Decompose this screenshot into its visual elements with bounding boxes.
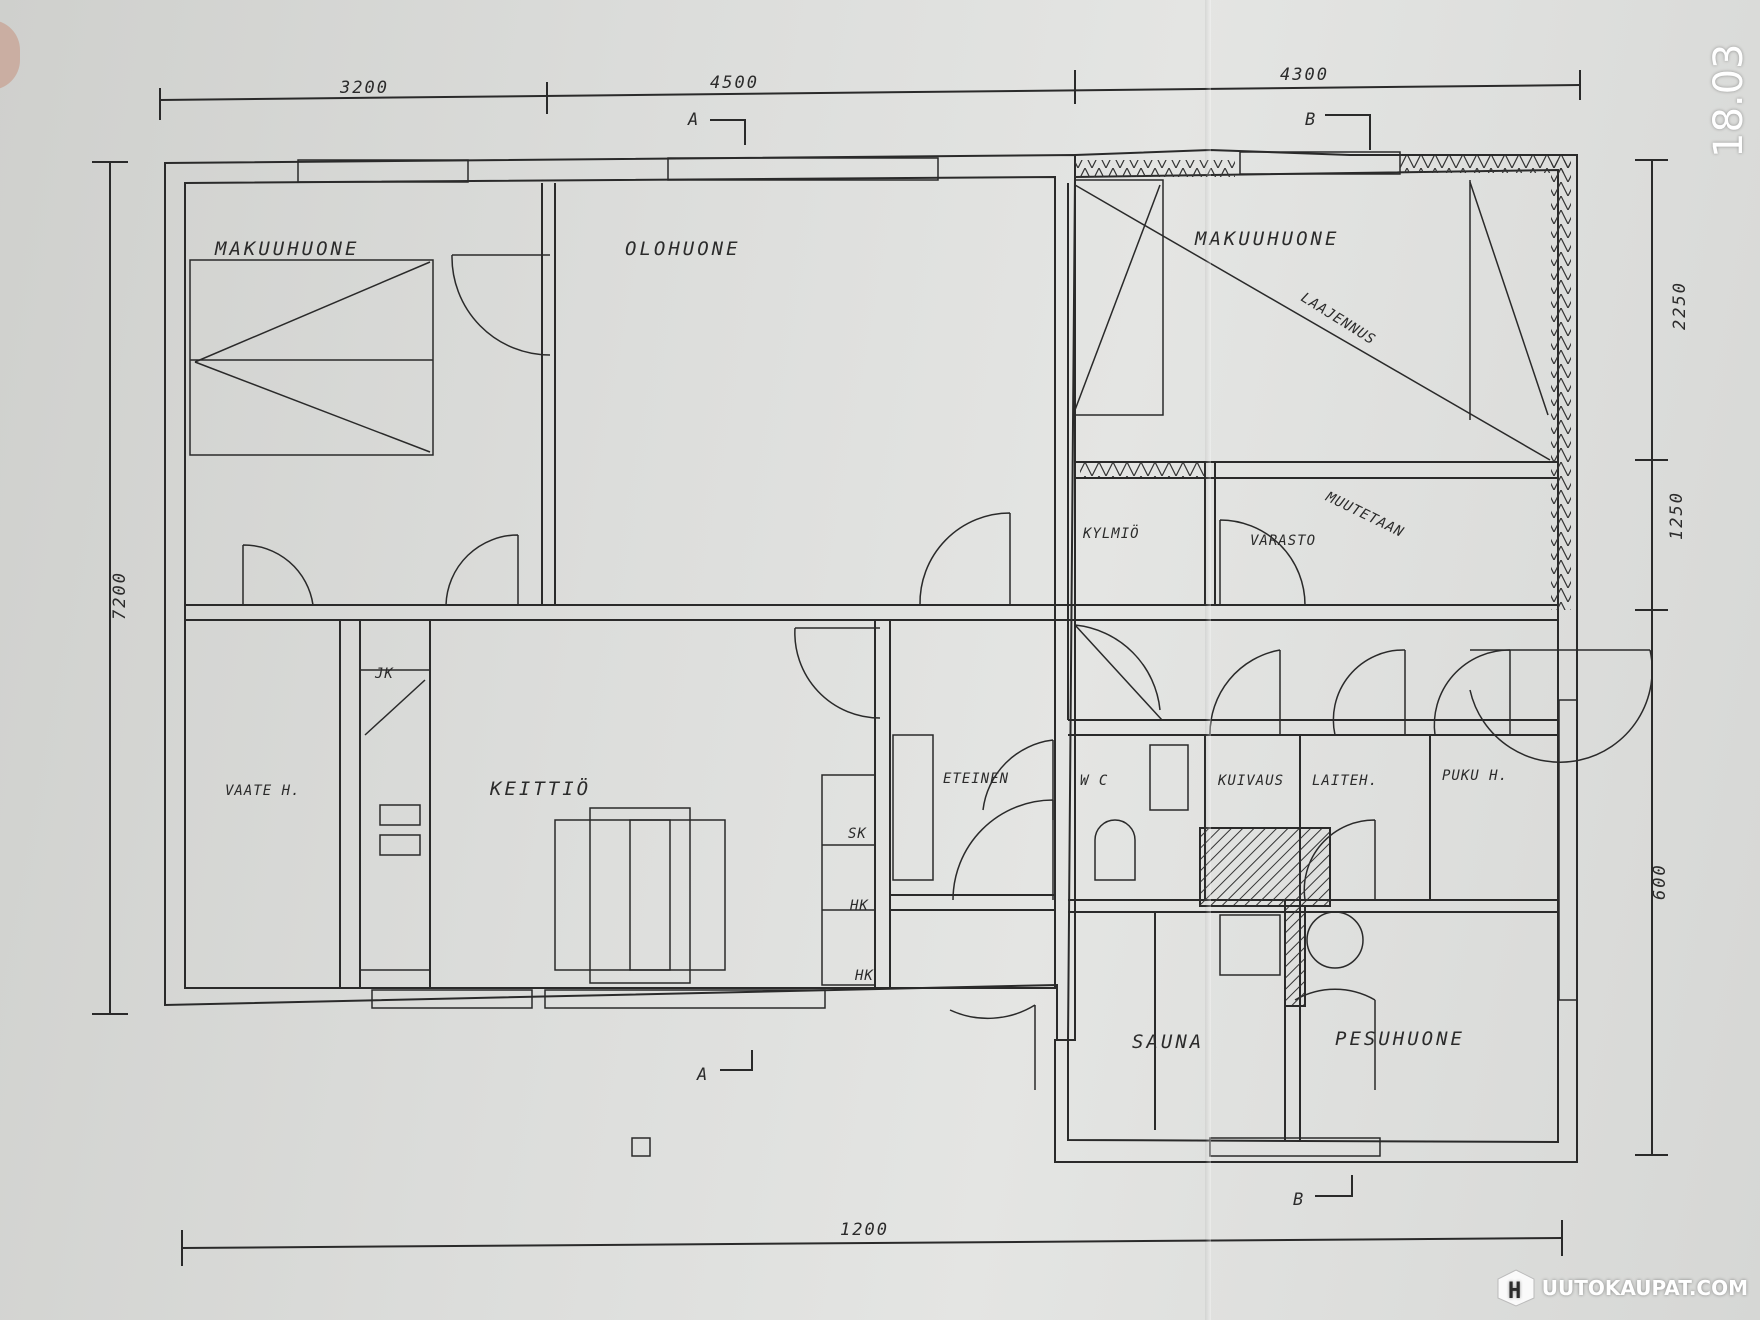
kitchen-counter: [359, 669, 934, 986]
section-a-bottom: A: [696, 1065, 709, 1085]
section-a-top: A: [687, 110, 700, 130]
label-jk: JK: [374, 666, 394, 682]
outer-walls: [164, 148, 1578, 1163]
dim-right-1: 2250: [1670, 281, 1690, 330]
room-vaateh: VAATE H.: [225, 783, 300, 799]
floor-marker: [631, 1137, 651, 1157]
dim-bottom: 1200: [840, 1220, 889, 1240]
logo-text: UUTOKAUPAT.COM: [1541, 1276, 1748, 1300]
section-labels: A B A B: [687, 110, 1317, 1210]
room-labels: MAKUUHUONE OLOHUONE MAKUUHUONE LAAJENNUS…: [214, 228, 1508, 1053]
room-pukuh: PUKU H.: [1442, 768, 1508, 784]
logo-cube-icon: H: [1496, 1268, 1536, 1308]
dining-table: [554, 807, 726, 984]
sauna-fixtures: [1094, 744, 1364, 1130]
section-b-bottom: B: [1293, 1190, 1305, 1210]
dim-top-3: 4300: [1280, 65, 1329, 85]
dim-top-1: 3200: [339, 78, 389, 98]
doors: [242, 254, 1653, 1090]
bed-left: [189, 259, 434, 456]
wardrobe-right: [1074, 179, 1551, 461]
top-dimension-line: [159, 70, 1581, 120]
room-varasto: VARASTO: [1250, 533, 1316, 549]
room-wc: W C: [1080, 773, 1108, 789]
room-eteinen: ETEINEN: [943, 771, 1009, 787]
room-pesuhuone: PESUHUONE: [1335, 1028, 1465, 1050]
room-keittio: KEITTIÖ: [489, 777, 591, 800]
room-makuuhuone-right: MAKUUHUONE: [1194, 228, 1339, 250]
room-muutetaan: MUUTETAAN: [1322, 489, 1406, 541]
label-hk-1: HK: [849, 898, 869, 914]
room-kylmio: KYLMIÖ: [1082, 524, 1140, 542]
photo-timestamp: 18.03: [1706, 43, 1752, 158]
left-dimension-line: [92, 161, 128, 1015]
room-laajennus: LAAJENNUS: [1298, 290, 1378, 349]
dimension-labels: 3200 4500 4300 7200 2250 1250 600 1200: [110, 65, 1690, 1240]
room-sauna: SAUNA: [1132, 1031, 1204, 1053]
room-laiteh: LAITEH.: [1312, 773, 1378, 789]
section-markers: [710, 114, 1371, 1197]
dim-right-3: 600: [1650, 863, 1670, 900]
dim-right-2: 1250: [1667, 491, 1687, 540]
room-olohuone: OLOHUONE: [625, 238, 741, 260]
room-makuuhuone-left: MAKUUHUONE: [214, 238, 359, 260]
watermark-logo: H UUTOKAUPAT.COM: [1496, 1268, 1748, 1308]
bottom-dimension-line: [181, 1220, 1563, 1266]
room-kuivaus: KUIVAUS: [1217, 773, 1284, 789]
dim-left: 7200: [110, 571, 130, 620]
section-b-top: B: [1305, 110, 1317, 130]
label-sk: SK: [848, 826, 867, 842]
insulated-walls: [1075, 156, 1571, 610]
paper-fold: [1205, 0, 1211, 1320]
dim-top-2: 4500: [710, 73, 759, 93]
chimney-hatch: [1199, 827, 1331, 1007]
windows: [297, 151, 1578, 1157]
label-hk-2: HK: [854, 968, 874, 984]
finger-edge: [0, 20, 20, 90]
logo-letter: H: [1508, 1279, 1521, 1304]
